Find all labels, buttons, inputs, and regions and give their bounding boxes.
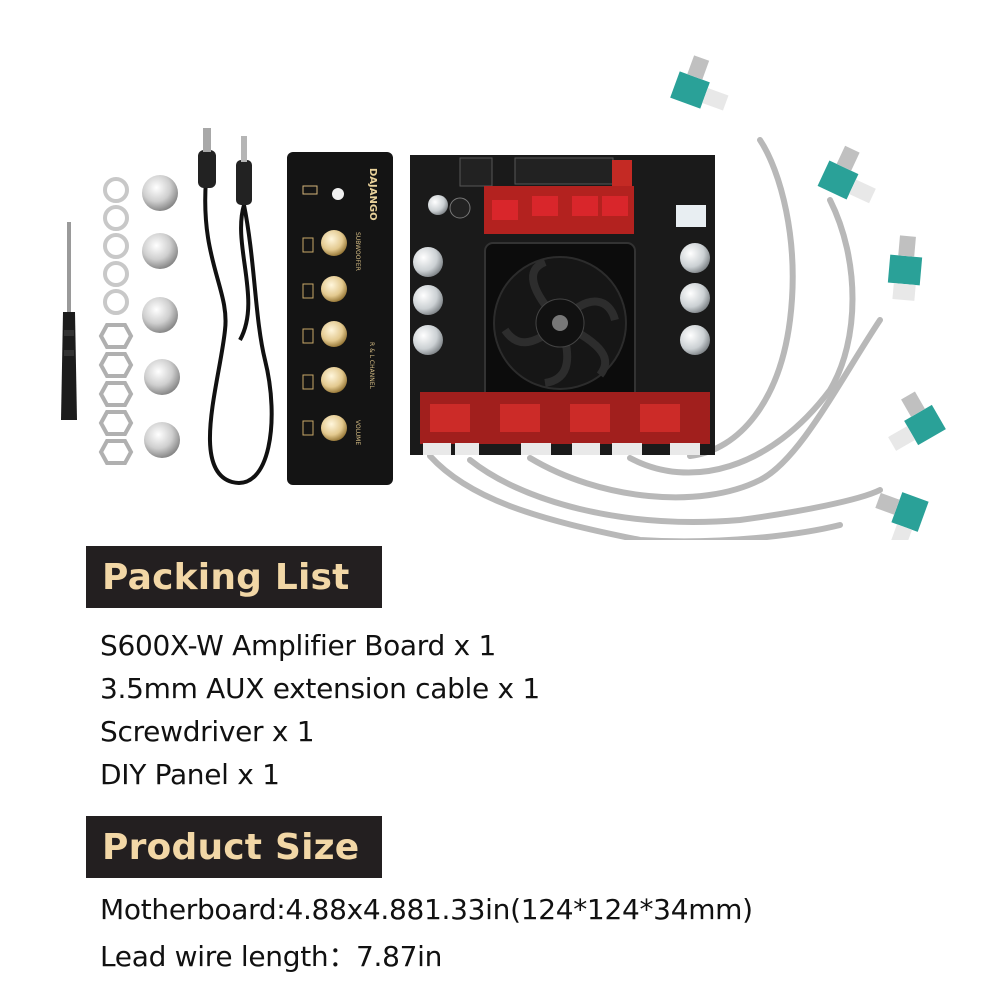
aux-cable (198, 128, 274, 485)
panel-label-subwoofer: SUBWOOFER (354, 232, 361, 271)
product-size-heading-box: Product Size (86, 816, 382, 878)
list-item: Screwdriver x 1 (100, 715, 315, 748)
knobs (142, 175, 180, 458)
product-size-heading: Product Size (102, 826, 360, 868)
potentiometer-cables (427, 137, 883, 540)
list-item: DIY Panel x 1 (100, 758, 280, 791)
panel-label-channel: R & L CHANNEL (368, 342, 375, 389)
product-size-list: Motherboard:4.88x4.881.33in(124*124*34mm… (100, 886, 753, 980)
list-item: Lead wire length：7.87in (100, 940, 443, 973)
panel-brand: DAJANGO (367, 168, 378, 221)
screwdriver (61, 222, 77, 420)
product-photo: DAJANGO SUBWOOFER R & L CHANNEL VOLUME (61, 55, 946, 540)
list-item: 3.5mm AUX extension cable x 1 (100, 672, 540, 705)
packing-list-heading: Packing List (102, 556, 350, 598)
washers-and-nuts (98, 177, 134, 465)
potentiometers (670, 55, 946, 540)
amplifier-board (410, 155, 715, 455)
diy-panel: DAJANGO SUBWOOFER R & L CHANNEL VOLUME (287, 152, 393, 485)
list-item: Motherboard:4.88x4.881.33in(124*124*34mm… (100, 893, 753, 926)
packing-list: S600X-W Amplifier Board x 1 3.5mm AUX ex… (100, 624, 540, 796)
packing-list-heading-box: Packing List (86, 546, 382, 608)
panel-label-volume: VOLUME (354, 420, 361, 445)
list-item: S600X-W Amplifier Board x 1 (100, 629, 496, 662)
